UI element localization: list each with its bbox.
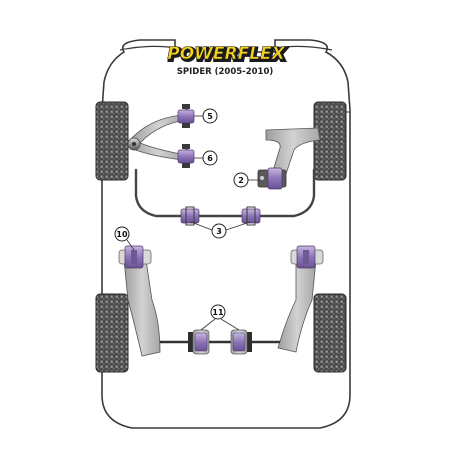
bush-5 [177, 104, 195, 128]
callout-11-label: 11 [212, 308, 224, 317]
callout-10: 10 [114, 226, 135, 251]
car-body-outline [101, 39, 351, 429]
rear-arm-right [277, 259, 317, 353]
callout-6-label: 6 [207, 154, 213, 163]
callout-3: 3 [190, 221, 251, 239]
anti-roll-bar [134, 168, 316, 218]
tyre-front-right [313, 101, 347, 181]
callout-11: 11 [200, 304, 240, 331]
rear-arm-left [123, 259, 161, 357]
logo-text-shadow: POWERFLEX [169, 46, 287, 66]
callout-10-label: 10 [116, 230, 128, 239]
bush-10-right [290, 245, 324, 269]
bush-2 [257, 167, 287, 190]
bush-6 [177, 144, 195, 168]
bush-10-left [118, 245, 152, 269]
front-upper-wishbone [127, 114, 187, 161]
callout-5: 5 [194, 108, 218, 124]
bush-3-left [180, 206, 200, 226]
tyre-rear-right [313, 293, 347, 373]
bush-3-right [241, 206, 261, 226]
tyre-rear-left [95, 293, 129, 373]
tyre-front-left [95, 101, 129, 181]
callout-5-label: 5 [207, 112, 213, 121]
callout-2: 2 [233, 172, 260, 188]
bush-11-left [188, 329, 210, 355]
callout-3-label: 3 [216, 227, 222, 236]
callout-2-label: 2 [238, 176, 244, 185]
callout-6: 6 [194, 150, 218, 166]
logo-text: POWERFLEX [167, 44, 285, 64]
bush-11-right [230, 329, 252, 355]
powerflex-logo: POWERFLEX POWERFLEX [167, 44, 289, 67]
vehicle-model-subtitle: SPIDER (2005-2010) [177, 67, 274, 77]
